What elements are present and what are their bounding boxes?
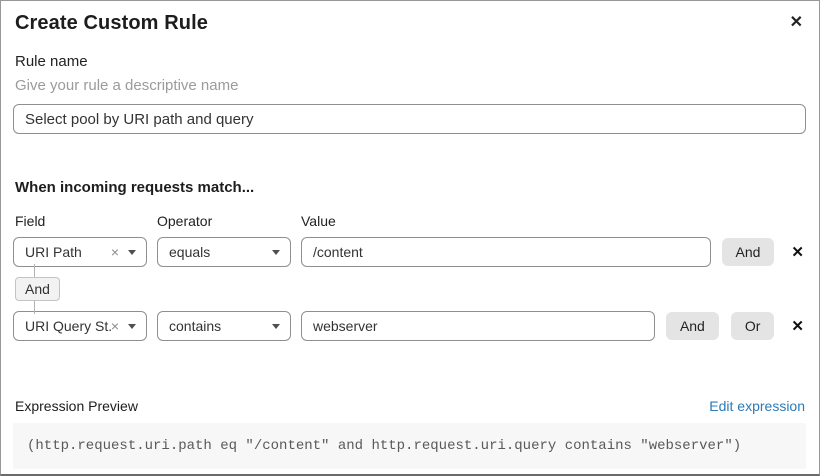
chevron-down-icon — [128, 323, 136, 329]
and-button-2[interactable]: And — [665, 312, 719, 340]
operator-column-label: Operator — [157, 213, 213, 229]
value-input-1[interactable] — [301, 237, 711, 267]
close-icon[interactable]: ✕ — [789, 14, 803, 31]
value-column-label: Value — [301, 213, 336, 229]
and-button-1[interactable]: And — [721, 238, 775, 266]
rule-name-helper: Give your rule a descriptive name — [15, 77, 239, 94]
edit-expression-link[interactable]: Edit expression — [709, 398, 805, 414]
rule-name-label: Rule name — [15, 53, 88, 70]
rule-name-input[interactable] — [13, 104, 806, 134]
condition-row-2: URI Query St... × contains And Or ✕ — [13, 311, 806, 341]
connector-and-badge: And — [15, 277, 60, 301]
remove-condition-icon[interactable]: ✕ — [791, 243, 804, 261]
clear-icon[interactable]: × — [110, 244, 119, 260]
remove-condition-icon[interactable]: ✕ — [791, 317, 804, 335]
operator-select-2[interactable]: contains — [157, 311, 291, 341]
condition-row-1: URI Path × equals And ✕ — [13, 237, 806, 267]
chevron-down-icon — [272, 323, 280, 329]
field-select-2-value: URI Query St... — [25, 318, 111, 334]
or-button-2[interactable]: Or — [730, 312, 775, 340]
field-column-label: Field — [15, 213, 46, 229]
operator-select-2-value: contains — [169, 318, 222, 334]
field-select-1[interactable]: URI Path × — [13, 237, 147, 267]
chevron-down-icon — [272, 249, 280, 255]
clear-icon[interactable]: × — [110, 318, 119, 334]
condition-column-labels: Field Operator Value — [15, 213, 805, 229]
chevron-down-icon — [128, 249, 136, 255]
operator-select-1-value: equals — [169, 244, 211, 260]
expression-code: (http.request.uri.path eq "/content" and… — [13, 423, 806, 469]
field-select-2[interactable]: URI Query St... × — [13, 311, 147, 341]
page-title: Create Custom Rule — [15, 12, 208, 34]
match-section-heading: When incoming requests match... — [15, 179, 255, 196]
condition-connector: And — [15, 264, 819, 314]
value-input-2[interactable] — [301, 311, 655, 341]
expression-preview-label: Expression Preview — [15, 398, 138, 414]
expression-preview-header: Expression Preview Edit expression — [15, 398, 805, 414]
field-select-1-value: URI Path — [25, 244, 82, 260]
operator-select-1[interactable]: equals — [157, 237, 291, 267]
modal-header: Create Custom Rule ✕ — [15, 12, 805, 35]
